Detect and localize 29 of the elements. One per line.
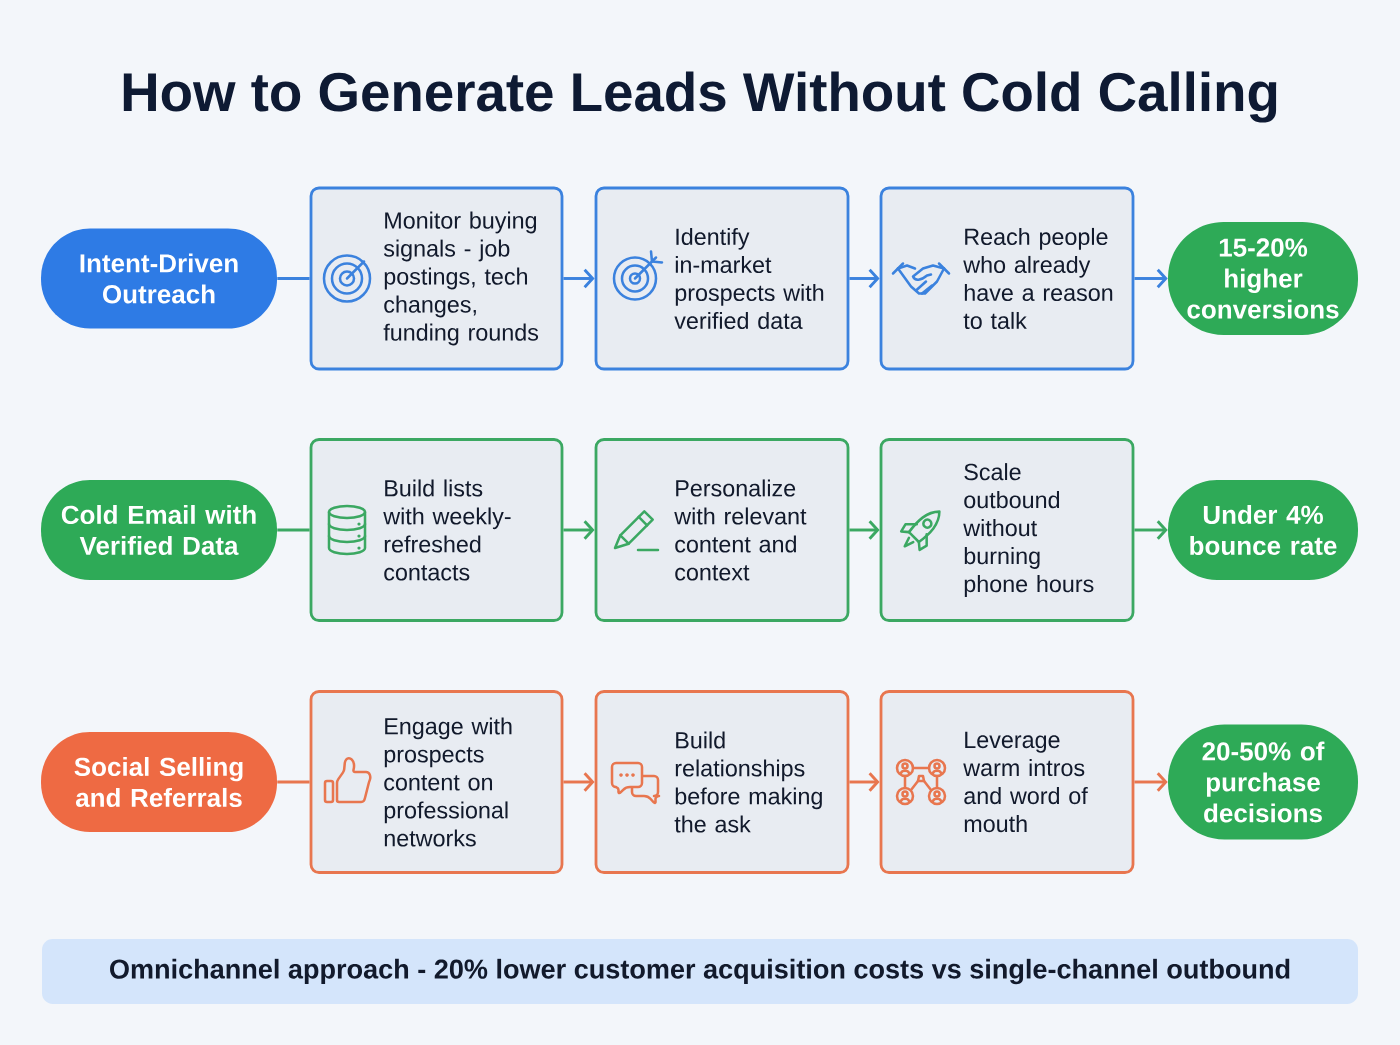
- start-pill: Intent-Driven Outreach: [41, 228, 277, 329]
- arrow: [1134, 520, 1168, 540]
- connector-line: [277, 277, 310, 280]
- process-box: Build lists with weekly-refreshed contacts: [309, 438, 564, 622]
- connector-line: [277, 780, 310, 784]
- arrow: [849, 268, 880, 289]
- arrow: [849, 520, 880, 540]
- connector-line: [277, 528, 310, 532]
- arrow: [563, 772, 595, 792]
- result-pill: 15-20% higher conversions: [1168, 222, 1358, 335]
- process-box: Leverage warm intros and word of mouth: [879, 690, 1135, 874]
- arrow: [1134, 268, 1168, 289]
- arrow: [849, 772, 880, 792]
- process-box: Monitor buying signals - job postings, tech changes, funding rounds: [309, 186, 564, 371]
- title: How to Generate Leads Without Cold Calling: [123, 71, 1277, 123]
- process-box: Personalize with relevant content and context: [594, 438, 850, 622]
- process-box: Scale outbound without burning phone hours: [879, 438, 1135, 622]
- process-box: Reach people who already have a reason to talk: [879, 186, 1135, 371]
- arrow: [563, 268, 595, 289]
- summary-banner: Omnichannel approach - 20% lower customer acquisition costs vs single-channel outbound: [42, 939, 1358, 1004]
- result-pill: 20-50% of purchase decisions: [1168, 724, 1358, 840]
- start-pill: Cold Email with Verified Data: [41, 480, 277, 580]
- process-box: Build relationships before making the ask: [594, 690, 850, 874]
- arrow: [563, 520, 595, 540]
- arrow: [1134, 772, 1168, 792]
- process-box: Identify in-market prospects with verified data: [594, 186, 850, 371]
- process-box: Engage with prospects content on professional networks: [309, 690, 564, 874]
- result-pill: Under 4% bounce rate: [1168, 480, 1358, 580]
- start-pill: Social Selling and Referrals: [41, 732, 277, 832]
